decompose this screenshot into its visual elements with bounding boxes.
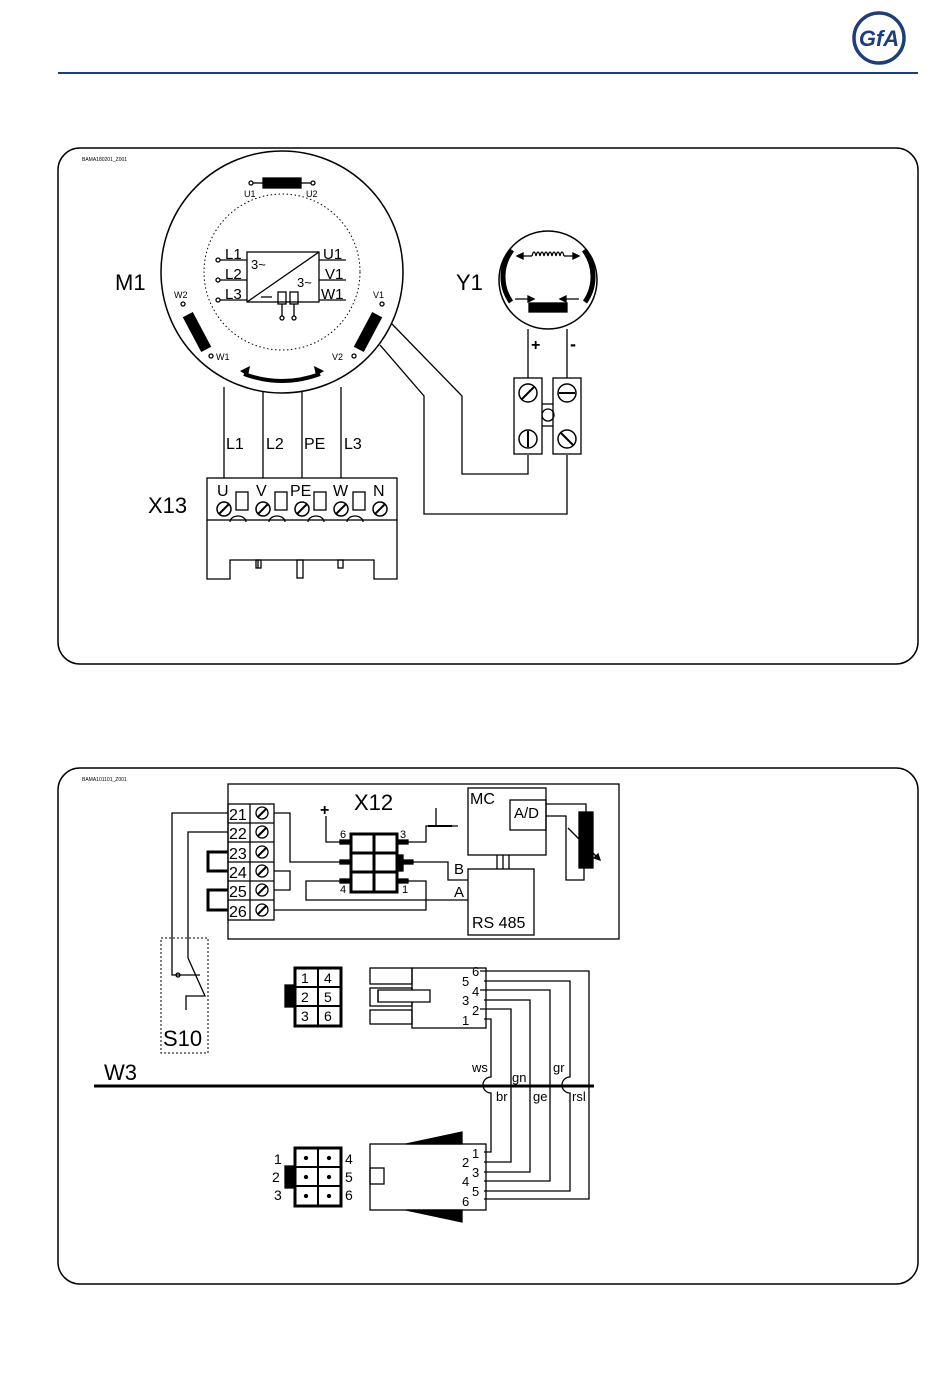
label-v2: V2 (332, 352, 343, 362)
plug-bottom-pin-2: 2 (462, 1155, 469, 1170)
motor-supply-wires (224, 387, 341, 478)
x12-pin-3: 3 (400, 829, 406, 841)
plug-top-pin-2: 2 (472, 1003, 479, 1018)
x12-plus: + (320, 802, 329, 819)
brake-y1 (499, 231, 597, 454)
socket-bottom-3: 3 (274, 1187, 282, 1203)
socket-bottom-4: 4 (345, 1151, 353, 1167)
socket-top-face (285, 968, 341, 1026)
inv-out-u1: U1 (323, 246, 342, 263)
socket-top-3: 3 (301, 1008, 309, 1024)
inv-out-w1: W1 (321, 286, 344, 303)
socket-bottom-5: 5 (345, 1169, 353, 1185)
wire-label-l1: L1 (226, 436, 244, 453)
plug-bottom-pin-6: 6 (462, 1194, 469, 1209)
wire-label-l2: L2 (266, 436, 284, 453)
wire-color-ge: ge (533, 1089, 547, 1104)
plug-top-pin-5: 5 (462, 974, 469, 989)
mc-label: MC (470, 791, 495, 808)
s10-label: S10 (163, 1026, 202, 1051)
terminal-21: 21 (229, 807, 247, 824)
x13-term-u: U (217, 483, 229, 500)
ad-label: A/D (514, 805, 539, 822)
plug-bottom-pin-3: 3 (472, 1165, 479, 1180)
socket-top-2: 2 (301, 989, 309, 1005)
x13-term-n: N (373, 483, 385, 500)
socket-top-6: 6 (324, 1008, 332, 1024)
terminal-23: 23 (229, 846, 247, 863)
plug-top-pin-1: 1 (462, 1013, 469, 1028)
wire-color-br: br (496, 1089, 508, 1104)
x13-label: X13 (148, 493, 187, 518)
bus-a-label: A (454, 884, 464, 901)
label-u1: U1 (244, 189, 256, 199)
label-u2: U2 (306, 189, 318, 199)
wire-color-gn: gn (512, 1070, 526, 1085)
rs485-label: RS 485 (472, 915, 525, 932)
bus-b-label: B (454, 861, 464, 878)
switch-s10 (161, 813, 228, 1053)
brake-plus: + (531, 337, 540, 354)
plug-top-pin-6: 6 (472, 964, 479, 979)
wire-color-ws: ws (471, 1060, 488, 1075)
x13-term-v: V (256, 483, 267, 500)
socket-top-1: 1 (301, 970, 309, 986)
inv-phase-out: 3~ (297, 275, 312, 290)
socket-top-4: 4 (324, 970, 332, 986)
terminal-22: 22 (229, 826, 247, 843)
motor-label: M1 (115, 270, 146, 295)
board-internal-wiring (274, 808, 468, 910)
inv-in-l3: L3 (225, 286, 242, 303)
wire-label-l3: L3 (344, 436, 362, 453)
wire-color-gr: gr (553, 1060, 565, 1075)
label-w2: W2 (174, 290, 188, 300)
x13-term-pe: PE (290, 483, 311, 500)
plug-top-pin-3: 3 (462, 993, 469, 1008)
socket-bottom-1: 1 (274, 1151, 282, 1167)
x12-label: X12 (354, 790, 393, 815)
terminal-24: 24 (229, 865, 247, 882)
x13-term-w: W (333, 483, 349, 500)
inv-out-v1: V1 (325, 266, 343, 283)
logo-text: GfA (859, 26, 899, 51)
wire-label-pe: PE (304, 436, 325, 453)
x12-pin-6: 6 (340, 829, 346, 841)
plug-top-pin-4: 4 (472, 984, 479, 999)
panel2-ref: BAMA101101_Z001 (82, 777, 127, 783)
motor-m1 (161, 151, 403, 393)
plug-bottom-pin-4: 4 (462, 1174, 469, 1189)
panel-motor-brake: BAMA180201_Z001 (58, 148, 918, 664)
socket-top-5: 5 (324, 989, 332, 1005)
inv-phase-in: 3~ (251, 257, 266, 272)
header: GfA (58, 13, 918, 73)
wire-color-rsl: rsl (572, 1089, 586, 1104)
panel-control-connections: BAMA101101_Z001 21 22 23 24 (58, 768, 918, 1284)
inv-in-l1: L1 (225, 246, 242, 263)
gfa-logo-icon: GfA (854, 13, 904, 63)
x12-pin-4: 4 (340, 884, 346, 896)
w3-label: W3 (104, 1060, 137, 1085)
plug-bottom-pin-1: 1 (472, 1146, 479, 1161)
socket-bottom-face (285, 1148, 341, 1206)
x12-pin-1: 1 (402, 884, 408, 896)
terminal-25: 25 (229, 884, 247, 901)
inv-in-l2: L2 (225, 266, 242, 283)
motor-labels: M1 U1 U2 W2 W1 V1 V2 L1 L2 L3 U1 V1 W1 3… (115, 189, 384, 362)
label-w1: W1 (216, 352, 230, 362)
label-v1: V1 (373, 290, 384, 300)
brake-minus: - (570, 334, 576, 354)
socket-bottom-2: 2 (272, 1169, 280, 1185)
panel1-ref: BAMA180201_Z001 (82, 157, 127, 163)
brake-label: Y1 (456, 270, 483, 295)
panel1-frame (58, 148, 918, 664)
plug-bottom-pin-5: 5 (472, 1184, 479, 1199)
socket-bottom-6: 6 (345, 1187, 353, 1203)
terminal-26: 26 (229, 904, 247, 921)
